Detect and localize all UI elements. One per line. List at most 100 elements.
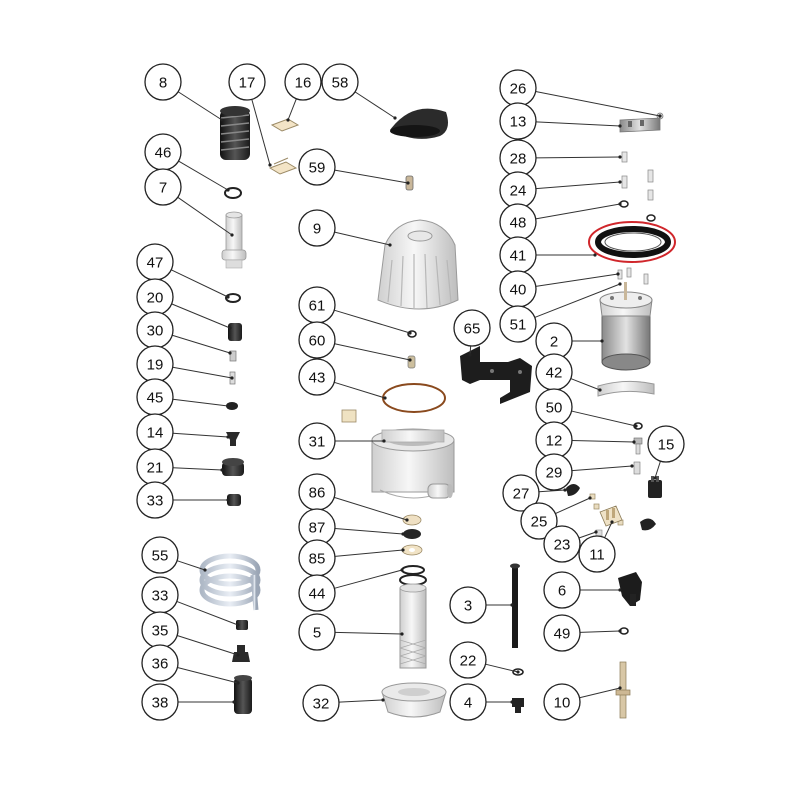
leader-dot-86 — [405, 518, 409, 522]
callout-49[interactable]: 49 — [543, 614, 581, 652]
part-55-coil — [199, 553, 261, 611]
callout-7[interactable]: 7 — [144, 168, 182, 206]
callout-43[interactable]: 43 — [298, 358, 336, 396]
callout-number: 12 — [546, 433, 563, 450]
callout-9[interactable]: 9 — [298, 209, 336, 247]
callout-65[interactable]: 65 — [453, 309, 491, 347]
part-33-nut-b — [236, 620, 248, 630]
callout-87[interactable]: 87 — [298, 508, 336, 546]
callout-27[interactable]: 27 — [502, 474, 540, 512]
callout-30[interactable]: 30 — [136, 311, 174, 349]
callout-45[interactable]: 45 — [136, 378, 174, 416]
callout-circle — [298, 209, 336, 247]
leader-dot-30 — [228, 351, 232, 355]
callout-61[interactable]: 61 — [298, 286, 336, 324]
callout-19[interactable]: 19 — [136, 345, 174, 383]
callout-16[interactable]: 16 — [284, 63, 322, 101]
callout-33[interactable]: 33 — [136, 481, 174, 519]
leader-line-27 — [538, 489, 566, 493]
callout-6[interactable]: 6 — [543, 571, 581, 609]
leader-dot-32 — [381, 698, 385, 702]
leader-dot-9 — [388, 243, 392, 247]
callout-36[interactable]: 36 — [141, 644, 179, 682]
callout-10[interactable]: 10 — [543, 683, 581, 721]
callout-21[interactable]: 21 — [136, 448, 174, 486]
leader-line-60 — [334, 343, 411, 361]
callout-48[interactable]: 48 — [499, 203, 537, 241]
callout-28[interactable]: 28 — [499, 139, 537, 177]
callout-46[interactable]: 46 — [144, 133, 182, 171]
leader-line-26 — [535, 90, 661, 117]
callout-number: 61 — [309, 298, 326, 315]
callout-32[interactable]: 32 — [302, 684, 340, 722]
leader-line-32 — [338, 699, 384, 703]
callout-circle — [298, 574, 336, 612]
leader-dot-16 — [286, 118, 290, 122]
part-35-fitting — [232, 645, 250, 662]
callout-2[interactable]: 2 — [535, 322, 573, 360]
callout-58[interactable]: 58 — [321, 63, 359, 101]
callout-60[interactable]: 60 — [298, 321, 336, 359]
callout-41[interactable]: 41 — [499, 236, 537, 274]
callout-47[interactable]: 47 — [136, 243, 174, 281]
callout-25[interactable]: 25 — [520, 502, 558, 540]
callout-20[interactable]: 20 — [136, 278, 174, 316]
callout-number: 59 — [309, 160, 326, 177]
callout-11[interactable]: 11 — [578, 535, 616, 573]
callout-26[interactable]: 26 — [499, 69, 537, 107]
callout-circle — [228, 63, 266, 101]
part-small-ring-right — [646, 214, 656, 222]
leader-dot-38 — [232, 700, 236, 704]
part-21-cap — [222, 458, 244, 476]
leader-line-5 — [334, 631, 403, 635]
callout-40[interactable]: 40 — [499, 270, 537, 308]
callout-number: 10 — [554, 695, 571, 712]
callout-24[interactable]: 24 — [499, 171, 537, 209]
callout-12[interactable]: 12 — [535, 421, 573, 459]
callout-15[interactable]: 15 — [647, 425, 685, 463]
leader-line-48 — [535, 203, 621, 220]
callout-3[interactable]: 3 — [449, 586, 487, 624]
callout-55[interactable]: 55 — [141, 536, 179, 574]
leader-dot-21 — [220, 468, 224, 472]
callout-number: 38 — [152, 695, 169, 712]
callout-35[interactable]: 35 — [141, 611, 179, 649]
callout-31[interactable]: 31 — [298, 422, 336, 460]
callout-44[interactable]: 44 — [298, 574, 336, 612]
part-42-band — [597, 380, 655, 397]
leader-dot-22 — [516, 670, 520, 674]
callout-17[interactable]: 17 — [228, 63, 266, 101]
callout-number: 49 — [554, 626, 571, 643]
leader-line-28 — [535, 156, 621, 159]
callout-86[interactable]: 86 — [298, 473, 336, 511]
callout-number: 5 — [313, 625, 321, 642]
leader-dot-27 — [563, 488, 567, 492]
callout-50[interactable]: 50 — [535, 388, 573, 426]
callout-23[interactable]: 23 — [543, 525, 581, 563]
leader-line-49 — [579, 630, 621, 633]
callout-number: 31 — [309, 434, 326, 451]
leader-dot-61 — [408, 331, 412, 335]
callout-85[interactable]: 85 — [298, 539, 336, 577]
part-2-actuator — [599, 282, 653, 371]
leader-line-86 — [334, 496, 408, 521]
callout-42[interactable]: 42 — [535, 353, 573, 391]
callout-59[interactable]: 59 — [298, 148, 336, 186]
callout-29[interactable]: 29 — [535, 453, 573, 491]
callout-5[interactable]: 5 — [298, 613, 336, 651]
part-11-contact-plate — [599, 505, 623, 527]
callout-22[interactable]: 22 — [449, 641, 487, 679]
callout-4[interactable]: 4 — [449, 683, 487, 721]
callout-circle — [535, 453, 573, 491]
callout-circle — [543, 683, 581, 721]
callout-33[interactable]: 33 — [141, 576, 179, 614]
callout-number: 2 — [550, 334, 558, 351]
callout-number: 85 — [309, 551, 326, 568]
callout-13[interactable]: 13 — [499, 102, 537, 140]
callout-8[interactable]: 8 — [144, 63, 182, 101]
callout-38[interactable]: 38 — [141, 683, 179, 721]
leader-line-19 — [172, 366, 233, 379]
callout-51[interactable]: 51 — [499, 305, 537, 343]
part-15-switch — [648, 476, 662, 498]
callout-14[interactable]: 14 — [136, 413, 174, 451]
